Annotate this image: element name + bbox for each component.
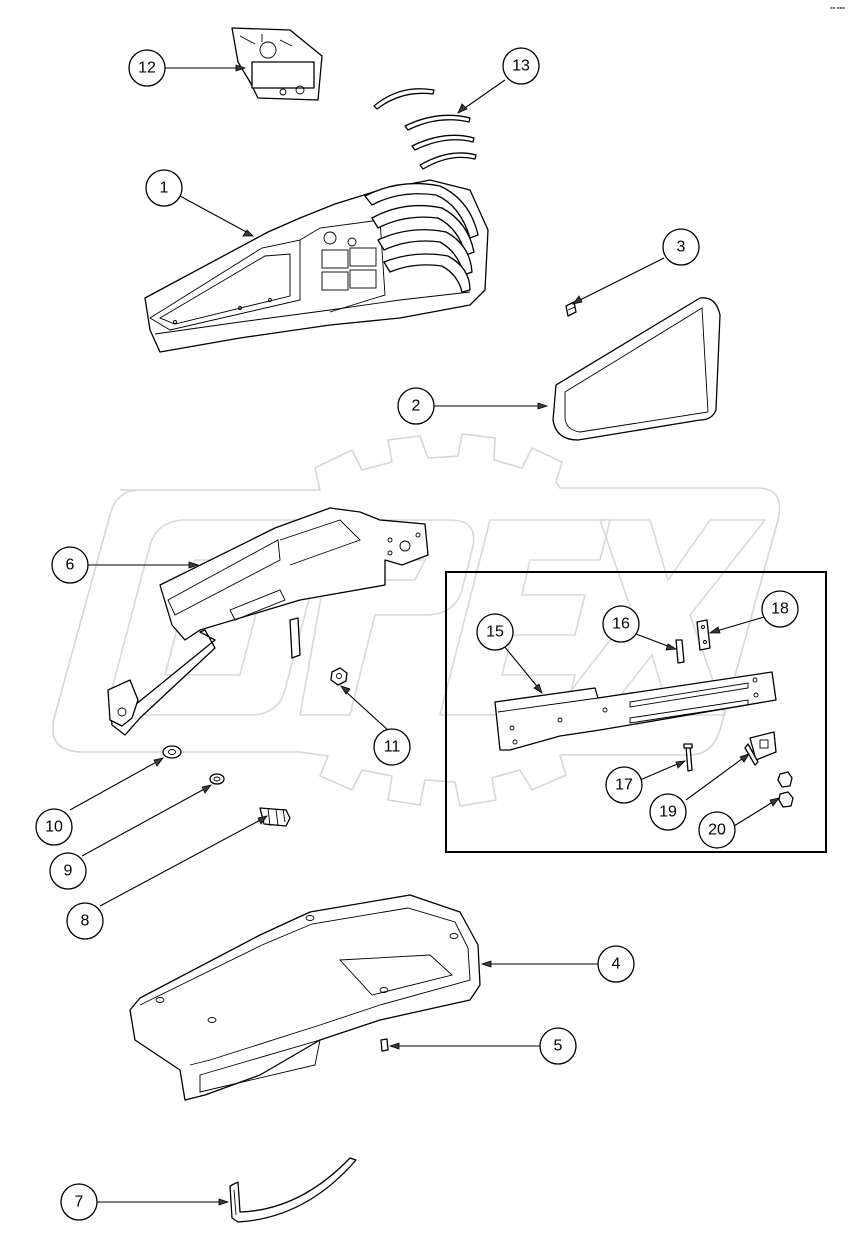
part-11-nut: [330, 667, 348, 686]
part-12-decal: [231, 27, 323, 101]
opex-watermark: [52, 433, 781, 807]
callout-10: 10: [35, 808, 73, 846]
svg-text:20: 20: [708, 822, 726, 839]
callout-18: 18: [761, 590, 799, 628]
svg-text:3: 3: [677, 239, 686, 256]
svg-text:19: 19: [659, 804, 677, 821]
svg-text:2: 2: [412, 398, 421, 415]
part-16-pin: [675, 639, 685, 664]
part-15-mounting-rail: [494, 671, 777, 751]
svg-text:17: 17: [615, 777, 633, 794]
callout-2: 2: [397, 387, 435, 425]
callout-9: 9: [49, 852, 87, 890]
part-5-screw: [380, 1038, 389, 1052]
svg-text:4: 4: [612, 956, 621, 973]
callout-19: 19: [649, 793, 687, 831]
callout-13: 13: [502, 47, 540, 85]
svg-text:15: 15: [486, 624, 504, 641]
svg-text:10: 10: [45, 819, 63, 836]
leader-lines: [69, 64, 780, 1206]
callout-11: 11: [373, 728, 411, 766]
svg-text:6: 6: [66, 557, 75, 574]
svg-text:5: 5: [554, 1038, 563, 1055]
svg-text:18: 18: [771, 601, 789, 618]
callout-7: 7: [60, 1183, 98, 1221]
part-7-edge-trim: [229, 1157, 357, 1223]
part-3-screw: [565, 301, 577, 317]
part-13-trim-strips: [373, 88, 477, 170]
svg-text:1: 1: [160, 180, 169, 197]
part-18-clip: [696, 619, 711, 651]
callout-4: 4: [597, 945, 635, 983]
corner-reference-mark: ▪▪ ▪▪▪: [830, 5, 845, 10]
part-2-side-panel: [552, 297, 721, 441]
svg-text:12: 12: [138, 60, 156, 77]
svg-text:7: 7: [75, 1194, 84, 1211]
svg-text:13: 13: [512, 58, 530, 75]
part-8-bolt: [259, 807, 291, 827]
part-19-bracket: [744, 731, 777, 766]
callout-15: 15: [476, 613, 514, 651]
callout-6: 6: [51, 546, 89, 584]
svg-text:9: 9: [64, 863, 73, 880]
part-20-nuts: [777, 771, 794, 808]
part-1-console-cover: [144, 179, 489, 353]
part-4-console-base: [129, 894, 481, 1101]
part-10-washer: [162, 745, 182, 759]
watermark-gear-outline: [52, 433, 781, 807]
part-6-frame-bracket: [107, 507, 429, 736]
callout-16: 16: [602, 605, 640, 643]
callout-20: 20: [698, 811, 736, 849]
svg-text:11: 11: [384, 739, 401, 756]
callout-8: 8: [66, 902, 104, 940]
inset-detail-box: [445, 571, 827, 853]
callout-12: 12: [128, 49, 166, 87]
svg-text:8: 8: [81, 913, 90, 930]
callout-1: 1: [145, 169, 183, 207]
callout-3: 3: [662, 228, 700, 266]
svg-text:16: 16: [612, 616, 630, 633]
callout-17: 17: [605, 766, 643, 804]
part-17-screw: [683, 743, 693, 772]
callout-5: 5: [539, 1027, 577, 1065]
part-9-lock-washer: [209, 773, 225, 785]
